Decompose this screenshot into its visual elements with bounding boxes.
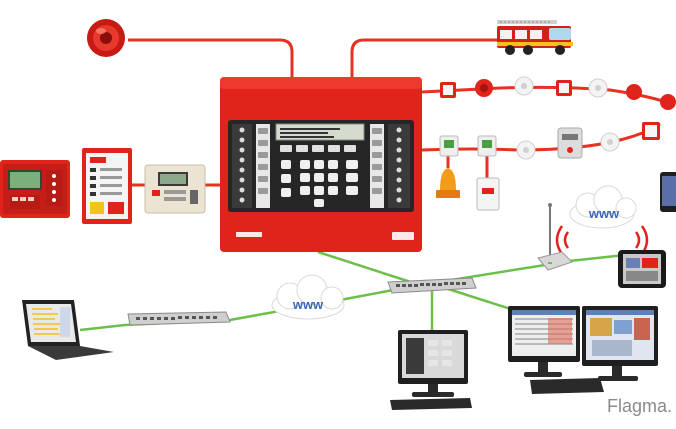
cloud-right-label: www [588, 206, 620, 221]
wireless-router-icon [537, 203, 573, 271]
internet-cloud-left: www [271, 274, 345, 320]
smartphone-icon [660, 172, 676, 212]
network-switch-left [127, 311, 231, 326]
workstation-dual-monitor-icon [508, 306, 658, 394]
main-control-panel [220, 77, 422, 252]
call-point-device-icon [476, 177, 500, 211]
link-switch-laptop-side [79, 283, 421, 332]
wireless-signal-icon [555, 225, 649, 255]
fire-truck-icon [497, 20, 573, 55]
link-switch-workstation [444, 286, 521, 314]
keyboard-icon [530, 378, 604, 394]
wire-firetruck [350, 38, 500, 78]
lower-device-chain [439, 122, 660, 160]
tablet-icon [618, 250, 666, 288]
repeater-panel [0, 160, 70, 218]
wire-siren [128, 38, 294, 78]
keyboard-icon [390, 398, 472, 410]
desktop-monitor-icon [390, 330, 472, 410]
cloud-left-label: www [292, 297, 324, 312]
watermark-text: Flagma. [607, 396, 672, 416]
network-switch-main [387, 277, 477, 294]
sounder-icon [660, 94, 676, 110]
upper-device-chain [440, 76, 676, 110]
internet-cloud-right: www [569, 185, 637, 229]
laptop-icon [22, 300, 114, 360]
link-panel-switch [317, 250, 421, 287]
sounder-icon [626, 84, 642, 100]
aspirating-detector-icon [557, 127, 583, 159]
display-module [144, 164, 206, 214]
warning-beacon-icon [436, 168, 460, 198]
indicator-panel [82, 148, 132, 224]
siren-icon [87, 19, 125, 57]
